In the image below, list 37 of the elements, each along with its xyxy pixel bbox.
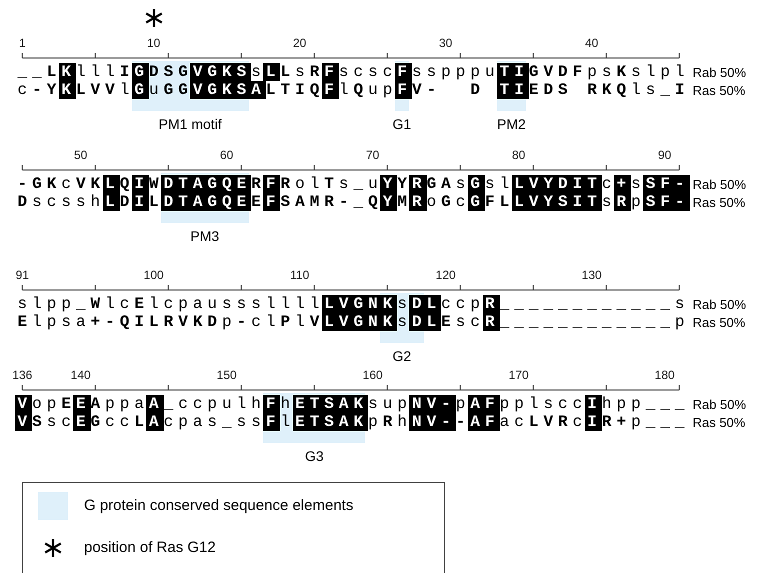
motif-label: PM3 [190, 228, 220, 244]
ruler-number: 170 [508, 368, 529, 382]
ruler-number: 110 [290, 268, 310, 282]
ruler-number: 50 [74, 148, 88, 162]
ruler-number: 140 [70, 368, 91, 382]
motif-label: G2 [392, 348, 412, 364]
motif-label: G1 [392, 116, 412, 132]
ruler-number: 180 [654, 368, 675, 382]
ruler-number: 130 [582, 268, 602, 282]
ruler-number: 10 [147, 36, 160, 50]
ruler-number: 120 [436, 268, 456, 282]
motif-label: PM2 [497, 116, 526, 132]
row-label: Ras 50% [692, 315, 746, 330]
row-label: Ras 50% [692, 195, 746, 210]
ruler-number: 160 [362, 368, 383, 382]
legend-text: G protein conserved sequence elements [84, 497, 354, 514]
ruler-number: 100 [144, 268, 164, 282]
legend-text: position of Ras G12 [84, 539, 216, 556]
ruler-number: 60 [220, 148, 234, 162]
row-label: Rab 50% [692, 177, 746, 192]
ruler-number: 90 [658, 148, 672, 162]
motif-label: G3 [304, 448, 324, 464]
ruler-number: 91 [16, 268, 29, 282]
row-label: Ras 50% [692, 415, 746, 430]
motif-label: PM1 motif [158, 116, 222, 132]
ruler-number: 80 [512, 148, 526, 162]
ruler-number: 1 [18, 36, 26, 50]
row-label: Ras 50% [692, 83, 746, 98]
ruler-number: 40 [585, 36, 598, 50]
row-label: Rab 50% [692, 397, 746, 412]
row-label: Rab 50% [692, 297, 746, 312]
ruler-number: 70 [366, 148, 380, 162]
ruler-number: 20 [293, 36, 306, 50]
row-label: Rab 50% [692, 65, 746, 80]
ruler-number: 136 [12, 368, 32, 382]
ruler-number: 30 [439, 36, 452, 50]
ruler-number: 150 [216, 368, 237, 382]
